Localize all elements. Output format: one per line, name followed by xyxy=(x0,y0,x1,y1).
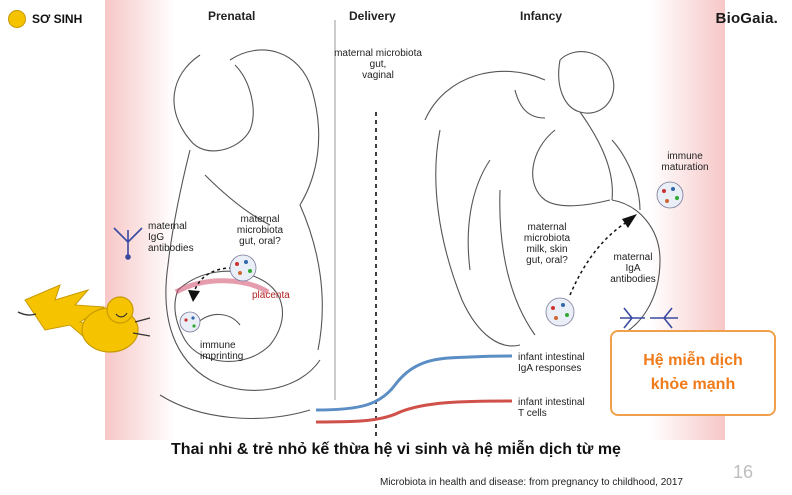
tcell-curve xyxy=(315,399,513,424)
microbe-cluster-icon xyxy=(656,181,684,209)
maturation-arrow-head xyxy=(622,214,637,228)
microbe-cluster-icon xyxy=(229,254,257,282)
slide-caption: Thai nhi & trẻ nhỏ kế thừa hệ vi sinh và… xyxy=(171,441,621,458)
microbe-cluster-icon xyxy=(545,297,575,327)
transfer-arrow xyxy=(193,267,233,293)
mother-baby-sketch xyxy=(424,51,661,347)
infancy-microbiota-label: maternal microbiota milk, skin gut, oral… xyxy=(523,222,571,266)
iga-antibodies-label: maternal IgA antibodies xyxy=(610,252,656,285)
healthy-immunity-callout: Hệ miễn dịch khỏe mạnh xyxy=(610,330,776,416)
antibody-icon xyxy=(113,227,143,260)
iga-responses-label: infant intestinal IgA responses xyxy=(518,352,585,374)
infancy-heading: Infancy xyxy=(520,9,563,23)
mascot-icon xyxy=(17,284,151,353)
placenta-band xyxy=(174,278,270,295)
prenatal-heading: Prenatal xyxy=(208,9,256,23)
igg-antibodies-label: maternal IgG antibodies xyxy=(148,221,194,254)
t-cells-label: infant intestinal T cells xyxy=(518,397,585,419)
source-citation: Microbiota in health and disease: from p… xyxy=(380,477,683,488)
prenatal-highlight-band xyxy=(105,0,175,440)
transfer-arrow-head xyxy=(188,290,200,302)
delivery-heading: Delivery xyxy=(349,9,396,23)
brand-logo: BioGaia. xyxy=(715,10,778,27)
immune-imprinting-label: immune imprinting xyxy=(200,340,244,362)
placenta-label: placenta xyxy=(252,290,290,301)
microbe-cluster-icon xyxy=(179,311,201,333)
iga-response-curve xyxy=(315,354,513,412)
prenatal-microbiota-label: maternal microbiota gut, oral? xyxy=(236,214,284,247)
sun-dot-icon xyxy=(8,10,26,28)
section-badge-label: SƠ SINH xyxy=(32,12,83,26)
antibody-icon xyxy=(620,307,678,329)
page-number: 16 xyxy=(733,462,754,482)
immune-maturation-label: immune maturation xyxy=(661,151,709,173)
delivery-microbiota-label: maternal microbiota gut, vaginal xyxy=(334,48,422,81)
healthy-immunity-text: Hệ miễn dịch khỏe mạnh xyxy=(643,352,743,393)
section-badge: SƠ SINH xyxy=(8,10,82,28)
